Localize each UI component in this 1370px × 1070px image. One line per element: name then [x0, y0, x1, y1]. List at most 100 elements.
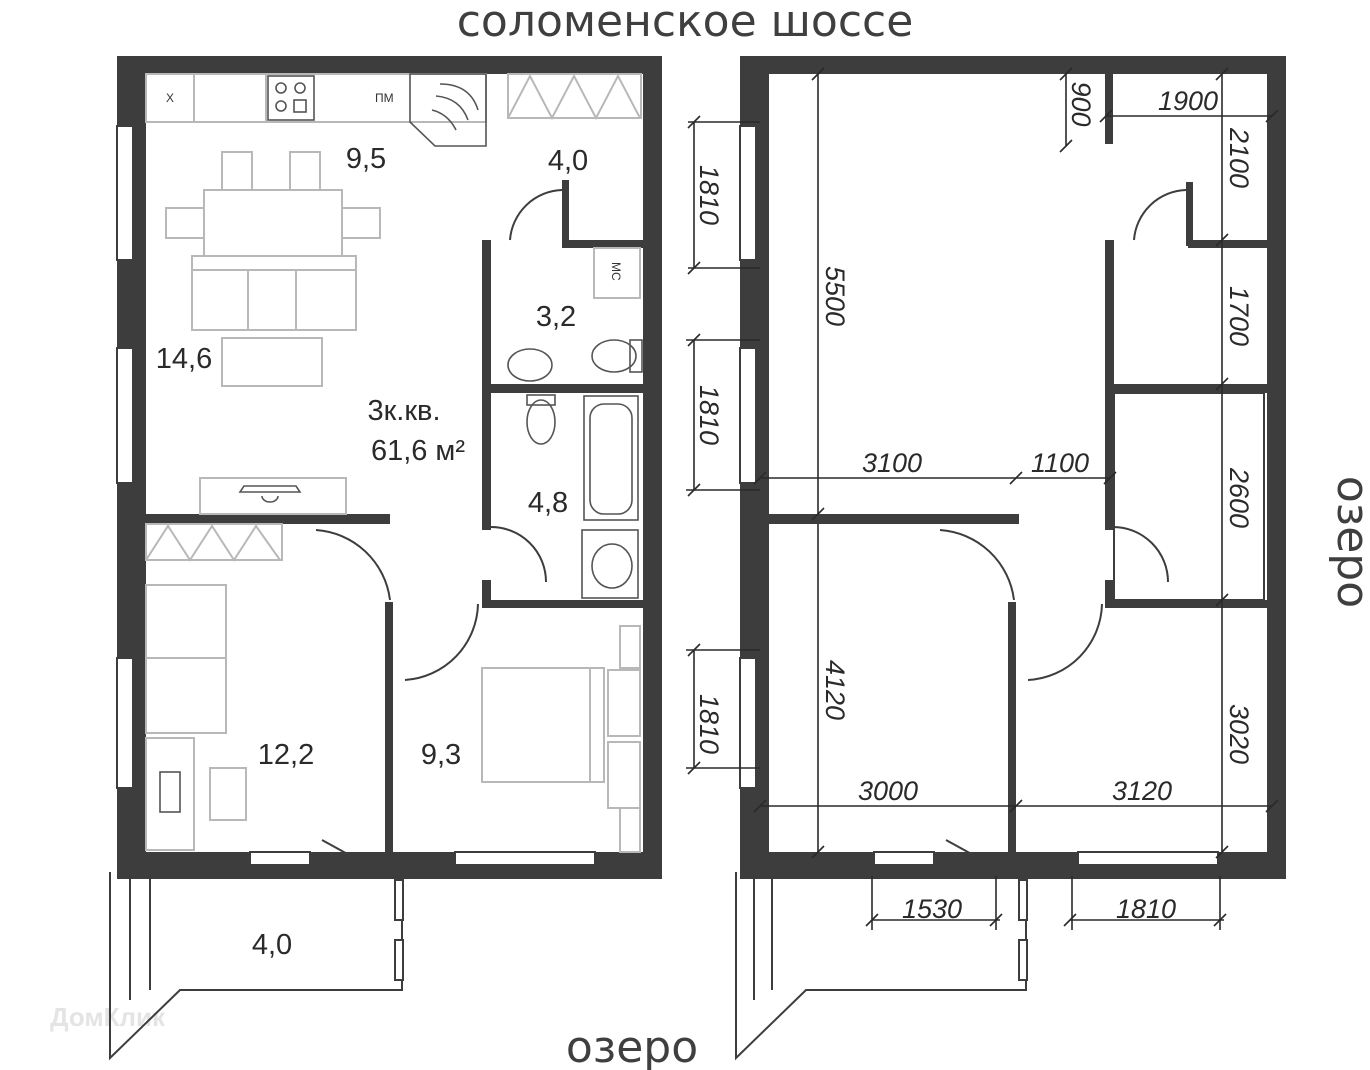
stove-icon — [267, 75, 315, 121]
wall-bath-stub — [1105, 580, 1114, 608]
lake-label-right: озеро — [1327, 476, 1370, 608]
toilet-tank-icon — [629, 339, 643, 373]
dim-3100: 3100 — [862, 448, 922, 478]
balcony-post — [1018, 939, 1028, 981]
toilet-bowl-icon — [591, 339, 637, 373]
wall-bath-left — [1105, 240, 1114, 530]
hall-wardrobe — [507, 73, 642, 119]
dishwasher-label: ПМ — [375, 91, 394, 105]
wall-toilet-bath — [1110, 384, 1268, 393]
dimension-lines — [686, 67, 1279, 930]
pier — [365, 852, 455, 879]
right-wall-right — [1267, 56, 1286, 879]
washer-label: МС — [609, 262, 623, 281]
window-bottom-1 — [873, 851, 935, 866]
door-bath-arc — [489, 525, 547, 583]
dim-5500: 5500 — [820, 266, 850, 326]
tv-stand — [199, 477, 347, 515]
wall-kitchen-stub — [1105, 74, 1113, 144]
dim-1810-bottom: 1810 — [694, 694, 724, 754]
chair — [221, 151, 253, 191]
area-bathroom: 4,8 — [528, 487, 568, 519]
burner-icon — [275, 100, 287, 112]
area-bedroom-right: 9,3 — [421, 739, 461, 771]
dim-1530: 1530 — [902, 894, 962, 924]
shelf — [619, 807, 641, 853]
window-left-3 — [739, 657, 757, 789]
wall-living-bedroom — [120, 514, 390, 524]
window-bottom-2 — [454, 851, 596, 866]
kitchen-counter — [145, 73, 487, 123]
bath-void — [1113, 392, 1265, 601]
window-bottom-2 — [1077, 851, 1219, 866]
area-hall: 4,0 — [548, 145, 588, 177]
wall-bedrooms — [385, 602, 393, 860]
window-left-1 — [739, 125, 757, 261]
wardrobe-doors — [507, 73, 641, 121]
nightstand — [607, 669, 641, 737]
burner-icon — [294, 82, 306, 94]
total-area: 61,6 м² — [371, 435, 465, 467]
door-bedroom-arc — [404, 603, 479, 681]
wall-hall-stub — [562, 180, 569, 245]
shelf — [619, 625, 641, 669]
burner-icon — [275, 82, 287, 94]
dim-2100: 2100 — [1224, 127, 1254, 188]
bathtub-inner — [589, 403, 633, 515]
pier — [990, 852, 1078, 879]
watermark: ДомКлик — [50, 1002, 166, 1032]
door-living-arc — [315, 529, 391, 601]
left-wall-right — [643, 56, 662, 879]
window-left-3 — [116, 657, 134, 789]
bathtub-icon — [583, 395, 639, 521]
dim-3120: 3120 — [1112, 776, 1172, 806]
dim-900: 900 — [1066, 81, 1096, 126]
dim-1810-mid: 1810 — [694, 385, 724, 445]
wall-bath-bottom — [1105, 600, 1268, 608]
wall-toilet-top — [1188, 240, 1268, 248]
shower-head-icon — [431, 83, 479, 131]
area-toilet: 3,2 — [536, 301, 576, 333]
dim-1810-top: 1810 — [694, 165, 724, 225]
wardrobe-doors — [145, 524, 281, 562]
nightstand — [607, 741, 641, 809]
wall-living-bedroom — [769, 514, 1019, 524]
balcony-door-leaf — [945, 839, 987, 863]
dining-table — [203, 189, 343, 257]
wall-toilet-bath — [487, 384, 644, 393]
chair — [341, 207, 381, 239]
dim-1810-window: 1810 — [1116, 894, 1176, 924]
balcony-post — [394, 879, 404, 921]
dim-2600: 2600 — [1224, 467, 1254, 528]
dim-3020: 3020 — [1224, 704, 1254, 764]
street-label: соломенское шоссе — [457, 0, 914, 47]
bath-toilet-tank — [526, 394, 556, 406]
window-left-2 — [739, 347, 757, 484]
fridge-label: Х — [166, 91, 174, 105]
bath-toilet-icon — [526, 399, 556, 445]
wardrobe-left-bedroom — [145, 523, 283, 561]
wall-bath-bottom — [482, 600, 644, 608]
dim-1900: 1900 — [1158, 86, 1218, 116]
tv-icon — [238, 485, 302, 503]
door-bath-arc — [1111, 525, 1169, 583]
coffee-table — [221, 337, 323, 387]
burner-icon — [293, 99, 307, 113]
double-bed — [481, 667, 605, 783]
toilet-sink-icon — [507, 348, 553, 382]
wall-bedrooms — [1008, 602, 1016, 860]
balcony-outline — [735, 872, 1027, 1061]
shower-cabin-icon — [409, 73, 487, 147]
chair — [289, 151, 321, 191]
balcony-post — [1018, 879, 1028, 921]
left-wall-top — [117, 56, 662, 74]
door-toilet-arc — [509, 189, 563, 241]
dim-1100: 1100 — [1031, 448, 1089, 478]
wall-bath-stub — [482, 580, 491, 608]
lake-label-bottom: озеро — [566, 1022, 698, 1070]
chair — [165, 207, 205, 239]
door-toilet-arc — [1133, 189, 1187, 241]
apartment-type: 3к.кв. — [367, 395, 440, 427]
kitchen-sink — [193, 73, 267, 123]
